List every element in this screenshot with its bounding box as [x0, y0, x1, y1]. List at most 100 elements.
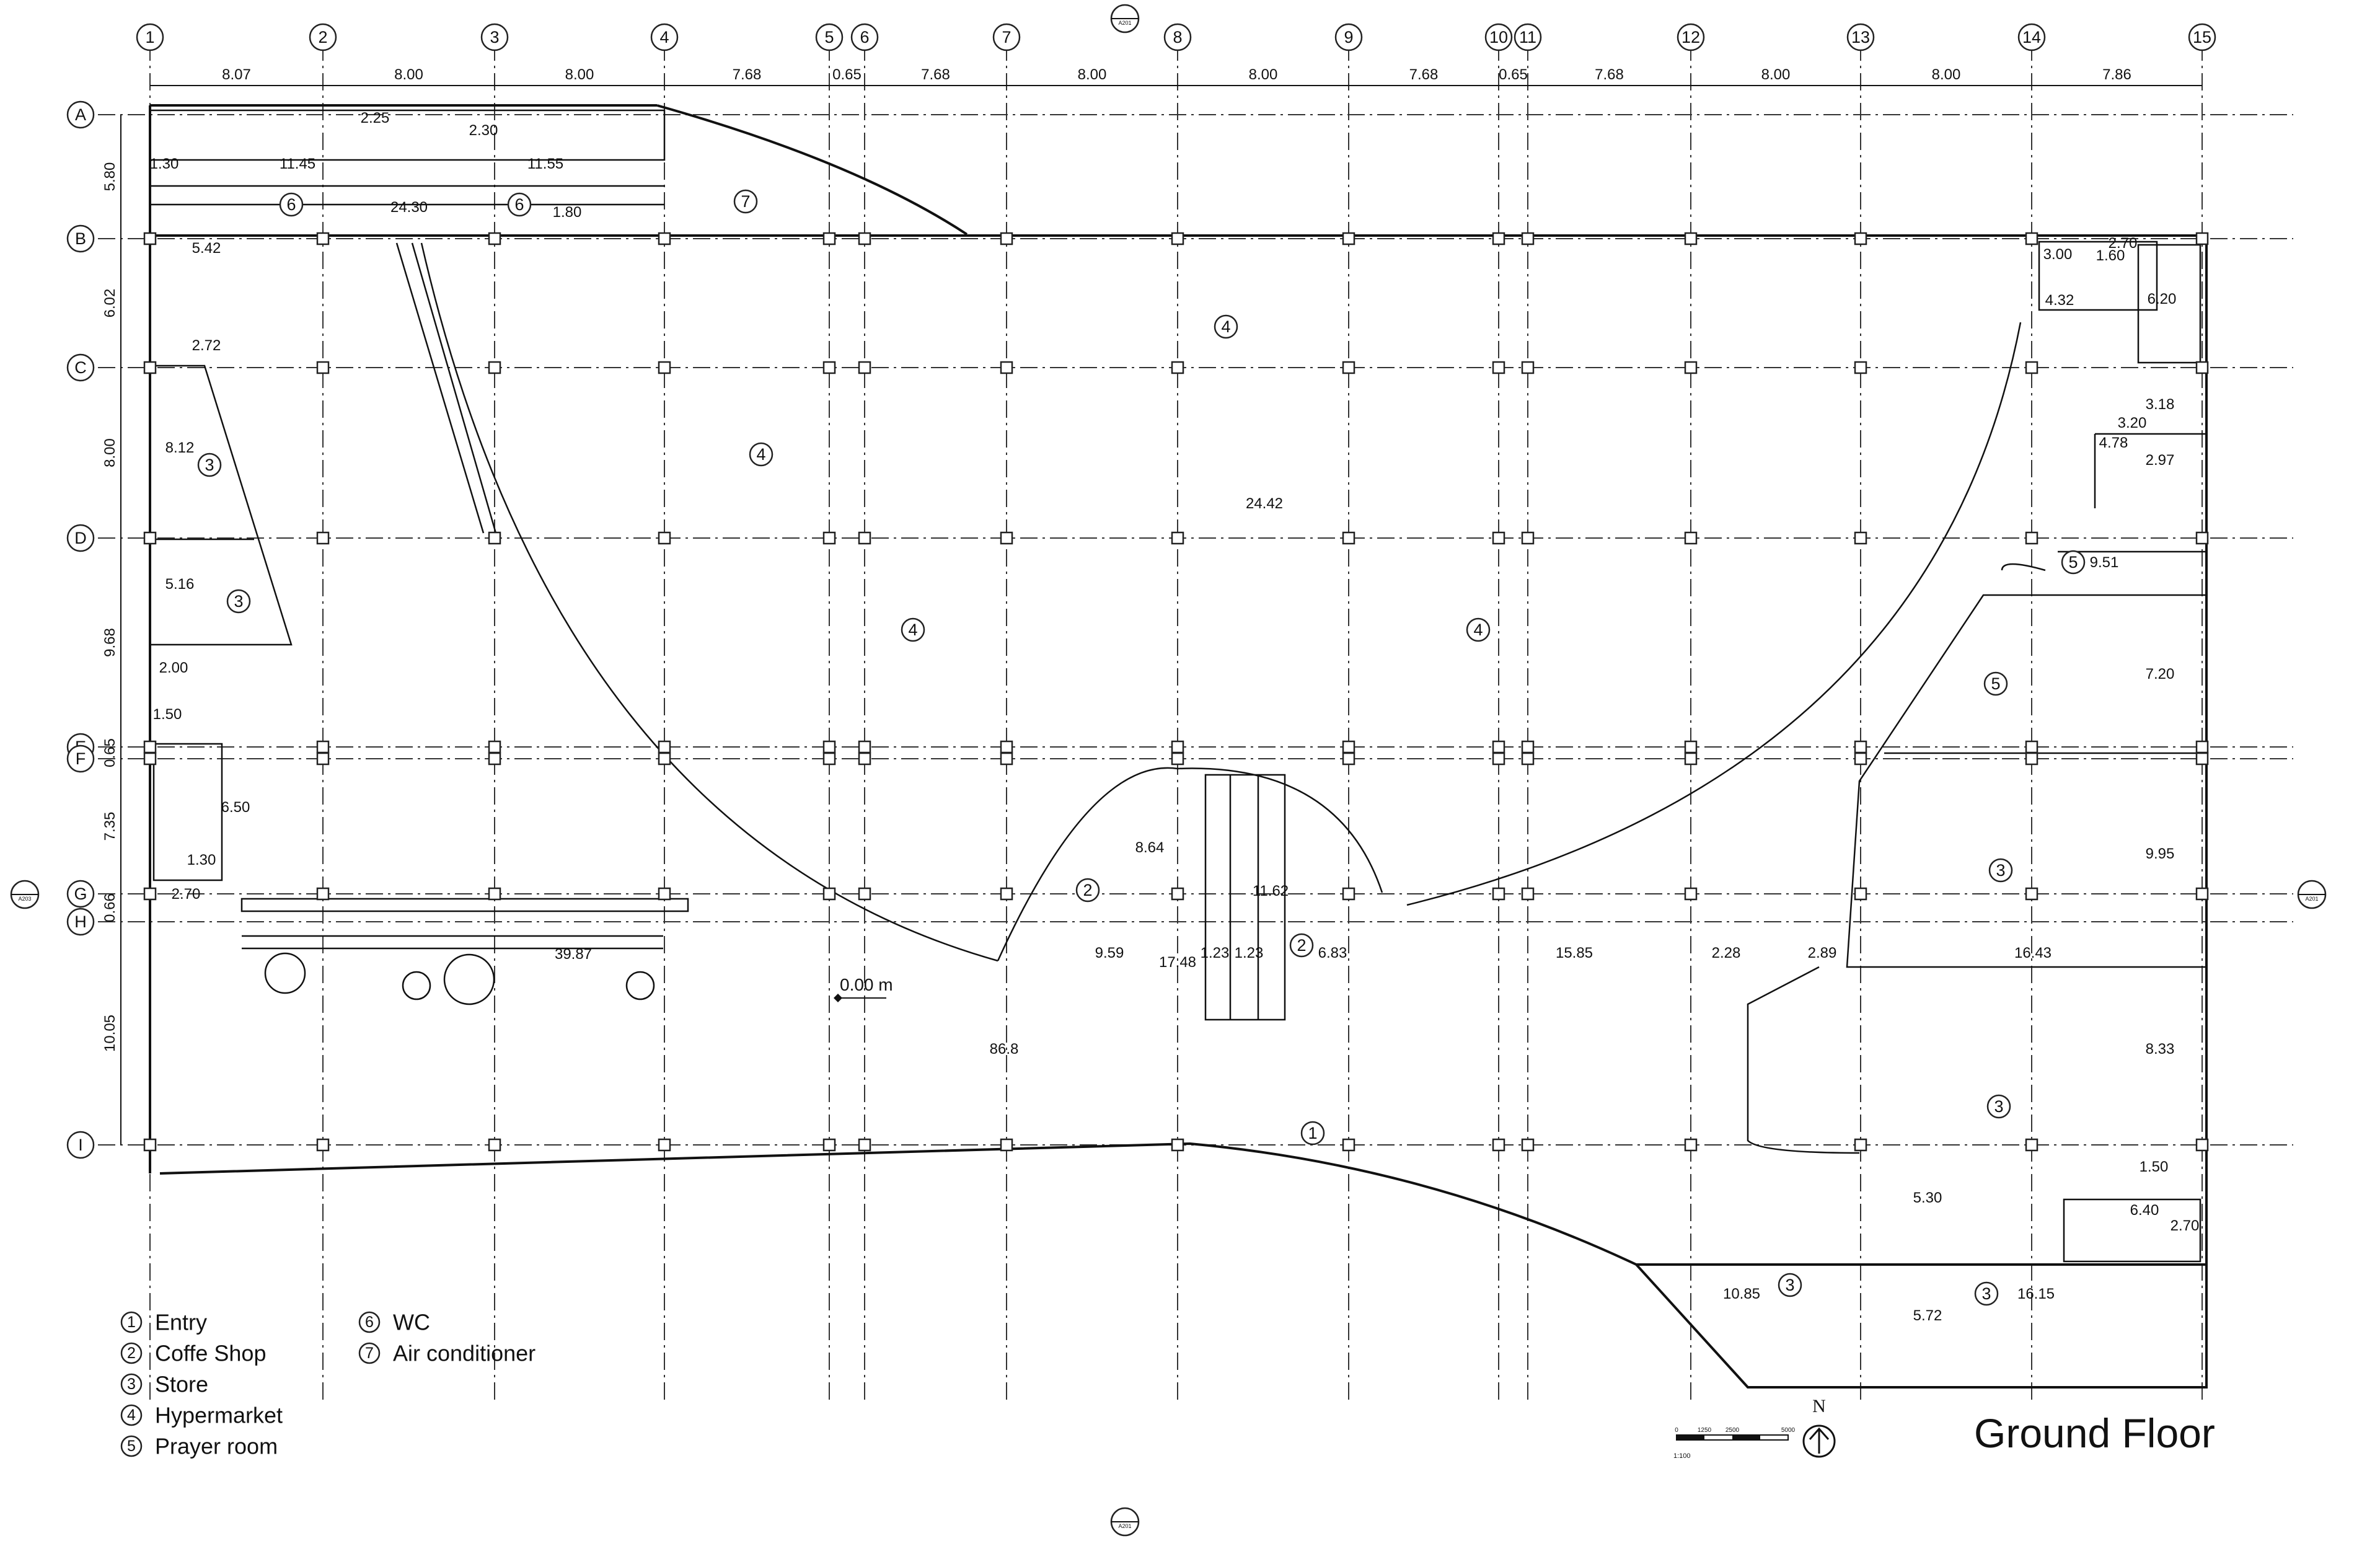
- column: [1342, 740, 1355, 754]
- column: [858, 740, 871, 754]
- scale-tick: 1250: [1698, 1427, 1712, 1434]
- grid-bubble-4: 4: [650, 23, 679, 51]
- interior-dimension: 39.87: [555, 946, 592, 963]
- room-tag-number: 1: [1308, 1124, 1317, 1142]
- grid-label: 12: [1681, 28, 1700, 46]
- grid-label: I: [78, 1136, 83, 1154]
- column: [1684, 887, 1698, 901]
- grid-label: B: [75, 229, 86, 248]
- column: [2195, 232, 2209, 245]
- interior-dimension: 2.25: [361, 110, 390, 126]
- legend-number: 5: [127, 1437, 136, 1455]
- column: [1342, 361, 1355, 374]
- interior-dimension: 1.50: [153, 706, 182, 723]
- interior-dimension: 2.30: [469, 122, 498, 139]
- top-dimension: 0.65: [832, 66, 862, 83]
- column: [1171, 232, 1184, 245]
- grid-bubble-13: 13: [1846, 23, 1875, 51]
- column: [858, 361, 871, 374]
- interior-dimension: 8.12: [165, 439, 195, 456]
- room-tag-number: 2: [1083, 881, 1092, 899]
- interior-dimension: 17.48: [1159, 954, 1196, 971]
- top-dimension: 7.68: [921, 66, 950, 83]
- top-dimension: 8.07: [222, 66, 251, 83]
- column: [822, 232, 836, 245]
- left-dimension: 10.05: [102, 1015, 118, 1052]
- left-dimension: 5.80: [102, 162, 118, 192]
- column: [1492, 1138, 1505, 1152]
- interior-dimension: 9.59: [1095, 945, 1124, 961]
- legend-number: 2: [127, 1345, 136, 1362]
- interior-dimension: 1.80: [553, 204, 582, 221]
- column: [1854, 232, 1867, 245]
- section-mark: A201: [2297, 880, 2327, 909]
- interior-dimension: 2.72: [192, 337, 221, 354]
- room-tag: 6: [507, 192, 532, 217]
- room-tag-number: 5: [1991, 674, 2000, 693]
- column: [1684, 740, 1698, 754]
- interior-dimension: 1.50: [2140, 1159, 2169, 1175]
- legend-label: Prayer room: [155, 1434, 278, 1459]
- left-dimension: 0.66: [102, 893, 118, 922]
- left-dimension: 9.68: [102, 628, 118, 657]
- section-mark-sheet: A201: [1118, 20, 1131, 26]
- room-tag-number: 4: [756, 445, 765, 464]
- grid-bubble-15: 15: [2188, 23, 2216, 51]
- top-dimension: 7.68: [1595, 66, 1624, 83]
- column: [488, 361, 501, 374]
- grid-label: A: [75, 105, 86, 124]
- legend-item: 2 Coffe Shop: [120, 1341, 266, 1366]
- column: [658, 361, 671, 374]
- column: [858, 531, 871, 545]
- left-dimension: 6.02: [102, 289, 118, 318]
- grid-label: 2: [318, 28, 327, 46]
- level-label: 0.00 m: [840, 975, 893, 994]
- top-dimension: 8.00: [1249, 66, 1278, 83]
- top-dimension: 8.00: [1078, 66, 1107, 83]
- room-tag: 4: [1214, 314, 1238, 339]
- room-tag: 3: [197, 453, 222, 477]
- section-mark-sheet: A201: [2305, 896, 2318, 902]
- scale-ratio: 1:100: [1673, 1452, 1691, 1460]
- top-dimension: 8.00: [1761, 66, 1791, 83]
- column: [2195, 740, 2209, 754]
- interior-dimension: 1.30: [150, 156, 179, 172]
- column: [822, 887, 836, 901]
- level-marker: 0.00 m: [834, 975, 893, 1002]
- grid-bubble-A: A: [66, 100, 95, 129]
- column: [1342, 1138, 1355, 1152]
- interior-dimension: 2.89: [1808, 945, 1837, 961]
- room-tag: 6: [279, 192, 304, 217]
- legend-label: Coffe Shop: [155, 1341, 266, 1366]
- column: [488, 232, 501, 245]
- column: [1342, 887, 1355, 901]
- column: [1854, 361, 1867, 374]
- section-mark-sheet: A203: [18, 896, 31, 902]
- room-tag-number: 2: [1297, 936, 1306, 955]
- column: [822, 740, 836, 754]
- structural-grid-lines: [68, 43, 2293, 1401]
- interior-dimension: 4.32: [2045, 292, 2074, 309]
- room-tag-number: 7: [741, 192, 750, 211]
- column: [1492, 531, 1505, 545]
- interior-dimension: 15.85: [1556, 945, 1593, 961]
- column: [2195, 531, 2209, 545]
- column: [2025, 752, 2038, 766]
- interior-dimension: 5.16: [165, 576, 195, 593]
- room-tag-number: 4: [1221, 317, 1230, 336]
- grid-label: 3: [490, 28, 499, 46]
- column: [1492, 232, 1505, 245]
- interior-dimension: 8.33: [2146, 1041, 2175, 1058]
- column: [488, 887, 501, 901]
- grid-bubble-12: 12: [1677, 23, 1705, 51]
- grid-bubble-D: D: [66, 524, 95, 552]
- column: [1521, 887, 1535, 901]
- column: [488, 752, 501, 766]
- column: [1854, 740, 1867, 754]
- grid-label: 13: [1851, 28, 1870, 46]
- grid-bubble-6: 6: [850, 23, 879, 51]
